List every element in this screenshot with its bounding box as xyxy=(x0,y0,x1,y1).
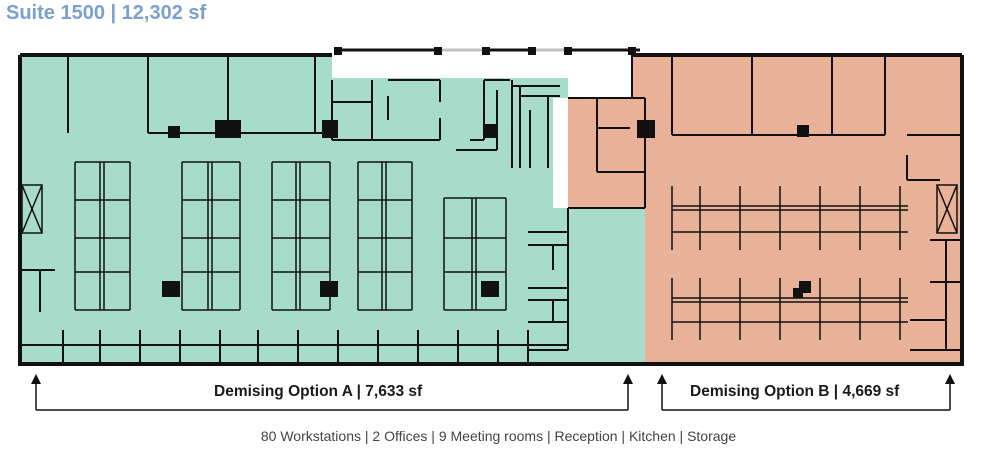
top-core-strip xyxy=(334,47,640,98)
dimension-arrow-b xyxy=(657,374,955,411)
zone-b-workstations xyxy=(671,186,908,340)
exterior-walls xyxy=(18,53,964,366)
demising-option-b-label: Demising Option B | 4,669 sf xyxy=(690,383,900,400)
zone-b-area xyxy=(568,55,962,363)
plan-title: Suite 1500 | 12,302 sf xyxy=(6,2,207,24)
workstation-cluster-2 xyxy=(181,161,241,311)
workstation-cluster-5 xyxy=(443,197,507,311)
workstation-cluster-4 xyxy=(357,161,413,311)
workstation-cluster-1 xyxy=(74,161,131,311)
zone-b-walls xyxy=(568,55,962,351)
dimension-arrow-a xyxy=(31,374,633,411)
amenities-summary: 80 Workstations | 2 Offices | 9 Meeting … xyxy=(260,428,737,444)
stair-left xyxy=(21,184,43,234)
demising-option-a-label: Demising Option A | 7,633 sf xyxy=(214,383,423,400)
stair-right xyxy=(936,184,958,234)
